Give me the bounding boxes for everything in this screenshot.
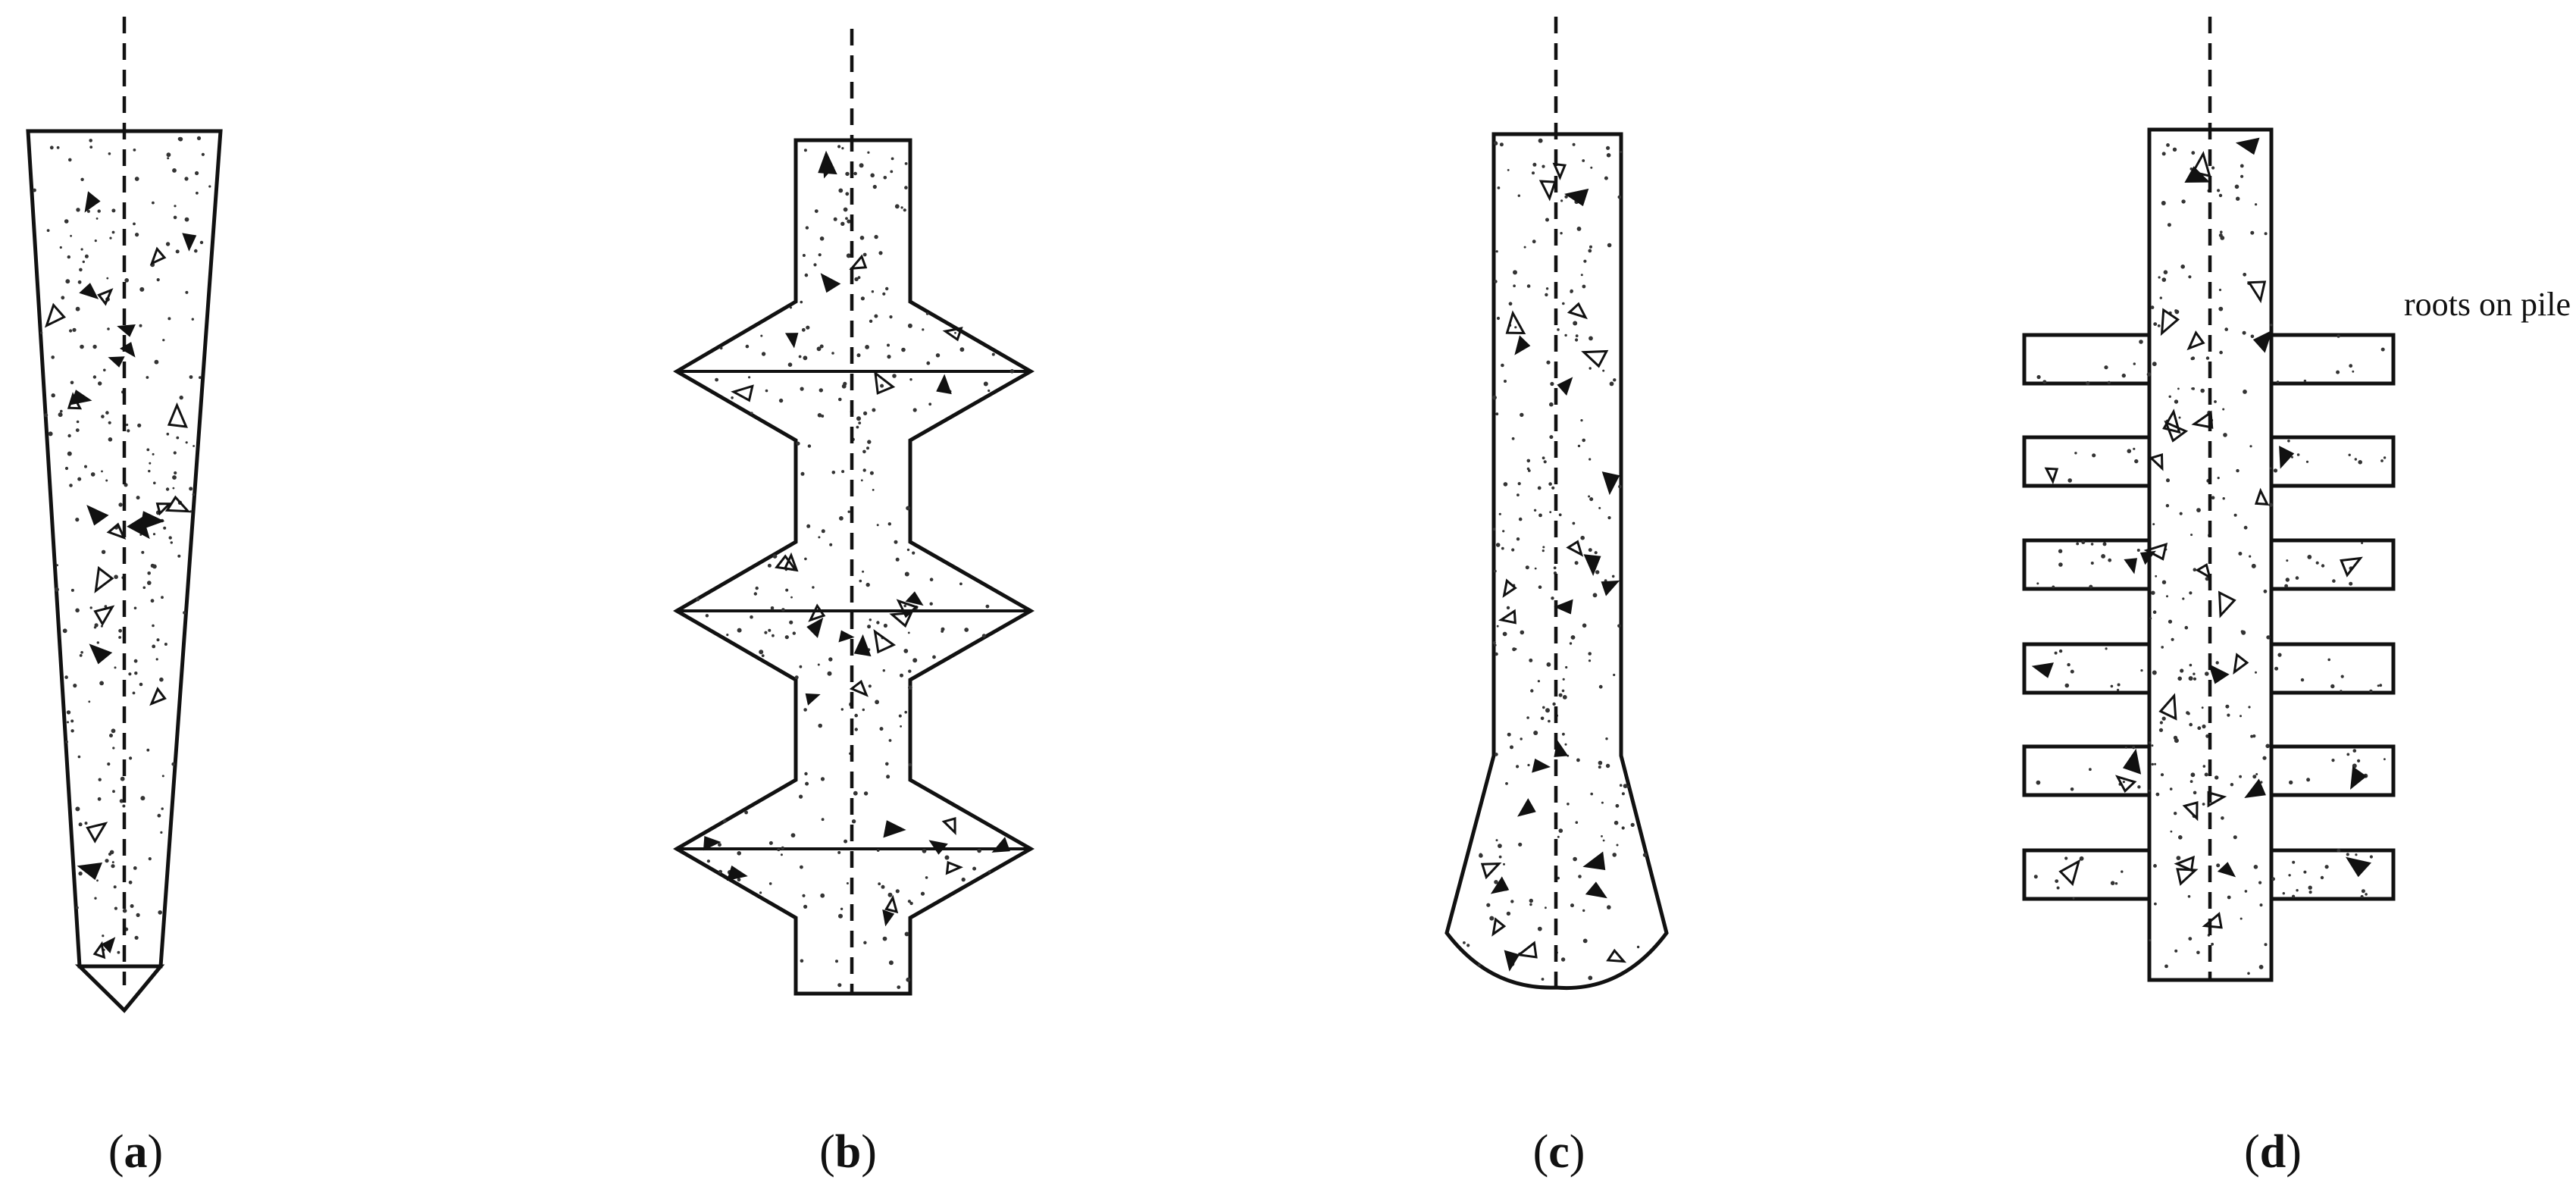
caption-a-letter: a bbox=[124, 1126, 148, 1178]
root-arm bbox=[2269, 744, 2396, 797]
caption-b: (b) bbox=[819, 1126, 877, 1178]
caption-d: (d) bbox=[2244, 1126, 2302, 1178]
caption-c-letter: c bbox=[1548, 1126, 1570, 1178]
root-arm bbox=[2022, 848, 2152, 901]
caption-b-close: ) bbox=[861, 1126, 877, 1178]
root-arm bbox=[2269, 333, 2396, 386]
caption-d-close: ) bbox=[2286, 1126, 2302, 1178]
root-arm bbox=[2022, 744, 2152, 797]
caption-b-letter: b bbox=[835, 1126, 861, 1178]
caption-a: (a) bbox=[108, 1126, 163, 1178]
roots-on-pile-label: roots on pile bbox=[2404, 286, 2571, 323]
root-arm bbox=[2022, 435, 2152, 488]
caption-a-close: ) bbox=[148, 1126, 164, 1178]
caption-c: (c) bbox=[1533, 1126, 1585, 1178]
caption-c-close: ) bbox=[1570, 1126, 1585, 1178]
caption-d-open: ( bbox=[2244, 1126, 2260, 1178]
belled-pile bbox=[1445, 17, 1669, 991]
caption-d-letter: d bbox=[2260, 1126, 2286, 1178]
root-arm bbox=[2022, 333, 2152, 386]
caption-b-open: ( bbox=[819, 1126, 835, 1178]
root-pile: roots on pile bbox=[2022, 17, 2571, 982]
root-arm bbox=[2269, 848, 2396, 901]
caption-a-open: ( bbox=[108, 1126, 124, 1178]
caption-c-open: ( bbox=[1533, 1126, 1549, 1178]
tapered-pile bbox=[26, 17, 223, 1013]
root-arm bbox=[2269, 435, 2396, 488]
root-arms bbox=[2022, 333, 2396, 901]
multi-disk-pile bbox=[673, 29, 1035, 996]
tapered-pile-tip bbox=[74, 964, 165, 1013]
